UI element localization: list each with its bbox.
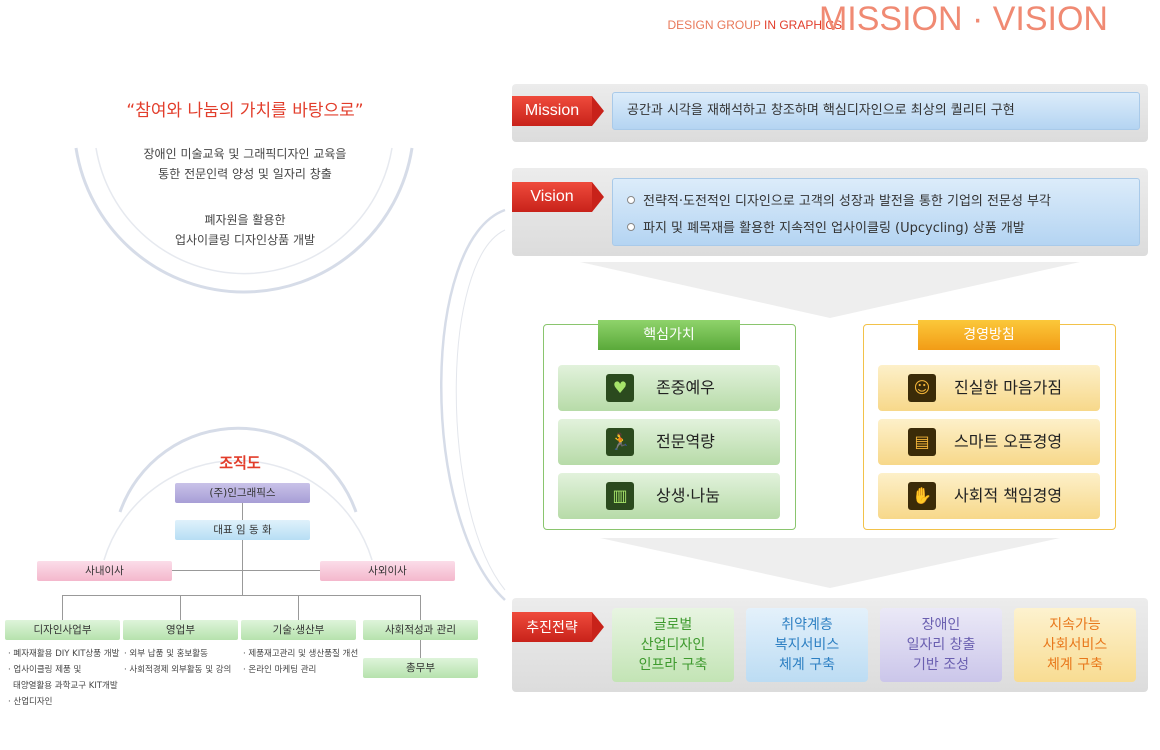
management-sincere: ☺진실한 마음가짐 bbox=[878, 365, 1100, 411]
slogan: “참여와 나눔의 가치를 바탕으로” bbox=[126, 101, 364, 121]
vision-label: Vision bbox=[512, 182, 604, 212]
dept-design-tasks: · 폐자재활용 DIY KIT상품 개발 · 업사이클링 제품 및 태양열활용 … bbox=[8, 649, 120, 707]
core-value-expertise: 🏃전문역량 bbox=[558, 419, 780, 465]
header-subtitle: DESIGN GROUP IN GRAPHICS bbox=[667, 18, 842, 32]
org-dept-general-affairs: 총무부 bbox=[363, 658, 478, 678]
vision-box: 전략적·도전적인 디자인으로 고객의 성장과 발전을 통한 기업의 전문성 부각… bbox=[612, 178, 1140, 246]
building-icon: ▥ bbox=[606, 482, 634, 510]
core-value-sharing: ▥상생·나눔 bbox=[558, 473, 780, 519]
org-dept-production: 기술·생산부 bbox=[241, 620, 356, 640]
org-dept-sales: 영업부 bbox=[123, 620, 238, 640]
dept-sales-tasks: · 외부 납품 및 홍보활동 · 사회적경제 외부활동 및 강의 bbox=[124, 649, 232, 675]
management-smart: ▤스마트 오픈경영 bbox=[878, 419, 1100, 465]
header-title: MISSION · VISION bbox=[818, 0, 1108, 38]
org-dept-design: 디자인사업부 bbox=[5, 620, 120, 640]
strategy-label: 추진전략 bbox=[512, 612, 604, 642]
respect-icon: ♥ bbox=[606, 374, 634, 402]
org-chart-title: 조직도 bbox=[219, 454, 261, 472]
vision-item-1: 전략적·도전적인 디자인으로 고객의 성장과 발전을 통한 기업의 전문성 부각 bbox=[627, 190, 1051, 209]
mission-label: Mission bbox=[512, 96, 604, 126]
book-icon: ▤ bbox=[908, 428, 936, 456]
management-responsibility: ✋사회적 책임경영 bbox=[878, 473, 1100, 519]
globe-hand-icon: ✋ bbox=[908, 482, 936, 510]
dept-production-tasks: · 제품재고관리 및 생산품질 개선 · 온라인 마케팅 관리 bbox=[243, 649, 359, 675]
org-dept-social: 사회적성과 관리 bbox=[363, 620, 478, 640]
org-company: (주)인그래픽스 bbox=[175, 483, 310, 503]
org-inner-director: 사내이사 bbox=[37, 561, 172, 581]
core-values-title: 핵심가치 bbox=[598, 320, 740, 350]
core-value-respect: ♥존중예우 bbox=[558, 365, 780, 411]
org-outer-director: 사외이사 bbox=[320, 561, 455, 581]
running-person-icon: 🏃 bbox=[606, 428, 634, 456]
smile-icon: ☺ bbox=[908, 374, 936, 402]
mission-text: 공간과 시각을 재해석하고 창조하며 핵심디자인으로 최상의 퀄리티 구현 bbox=[612, 92, 1140, 130]
org-ceo: 대표 임 동 화 bbox=[175, 520, 310, 540]
management-title: 경영방침 bbox=[918, 320, 1060, 350]
vision-item-2: 파지 및 폐목재를 활용한 지속적인 업사이클링 (Upcycling) 상품 … bbox=[627, 217, 1025, 236]
